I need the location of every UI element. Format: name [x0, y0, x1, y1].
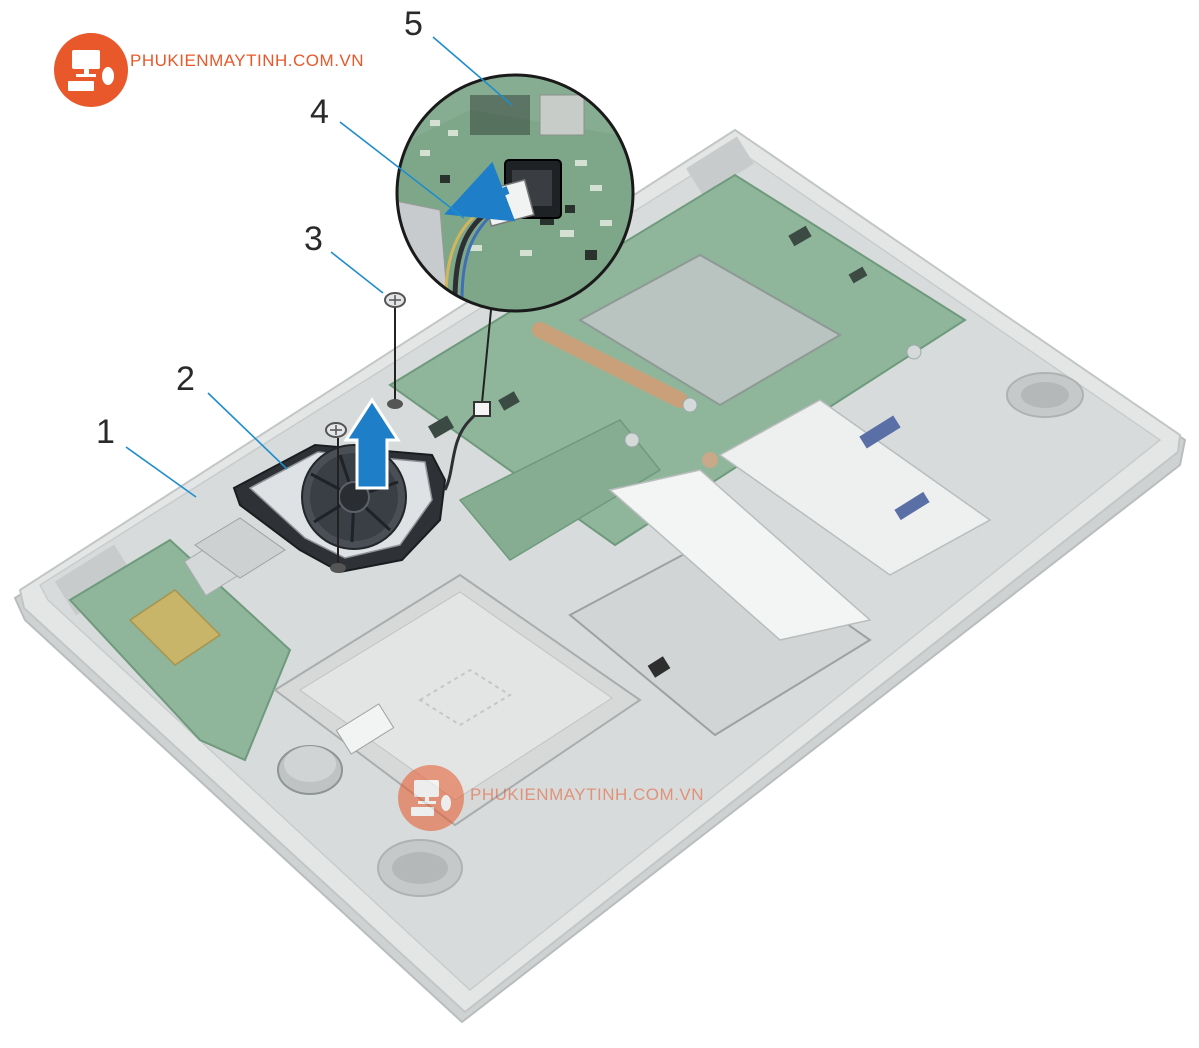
screw-lower — [325, 422, 347, 573]
callout-label-5: 5 — [404, 5, 423, 43]
callout-leaders — [125, 36, 513, 498]
lift-arrow-icon — [343, 397, 401, 490]
wireless-card — [194, 517, 286, 579]
hard-drive — [273, 573, 642, 827]
callout-labels: 1 2 3 4 5 — [96, 5, 423, 451]
computer-monitor-keyboard-mouse-icon — [68, 50, 114, 91]
coin-cell-battery — [277, 745, 343, 795]
computer-monitor-keyboard-mouse-icon — [411, 780, 451, 816]
system-board — [388, 173, 967, 561]
watermark-logo-top: PHUKIENMAYTINH.COM.VN — [54, 33, 364, 107]
screw-upper — [384, 292, 406, 409]
callout-label-4: 4 — [310, 93, 329, 131]
callout-label-2: 2 — [176, 360, 195, 398]
zoom-detail-circle — [395, 73, 635, 313]
keyboard-ribbon-cable — [608, 399, 992, 641]
speaker-left — [377, 839, 463, 897]
watermark-brand-text-top: PHUKIENMAYTINH.COM.VN — [130, 51, 364, 70]
zoom-pointer-line — [473, 309, 492, 417]
watermark-logo-center: PHUKIENMAYTINH.COM.VN — [398, 765, 704, 831]
watermark-brand-text-center: PHUKIENMAYTINH.COM.VN — [470, 785, 704, 804]
callout-label-1: 1 — [96, 413, 115, 451]
touchpad-bracket — [568, 533, 872, 737]
callout-label-3: 3 — [304, 220, 323, 258]
speaker-right — [1006, 372, 1084, 418]
